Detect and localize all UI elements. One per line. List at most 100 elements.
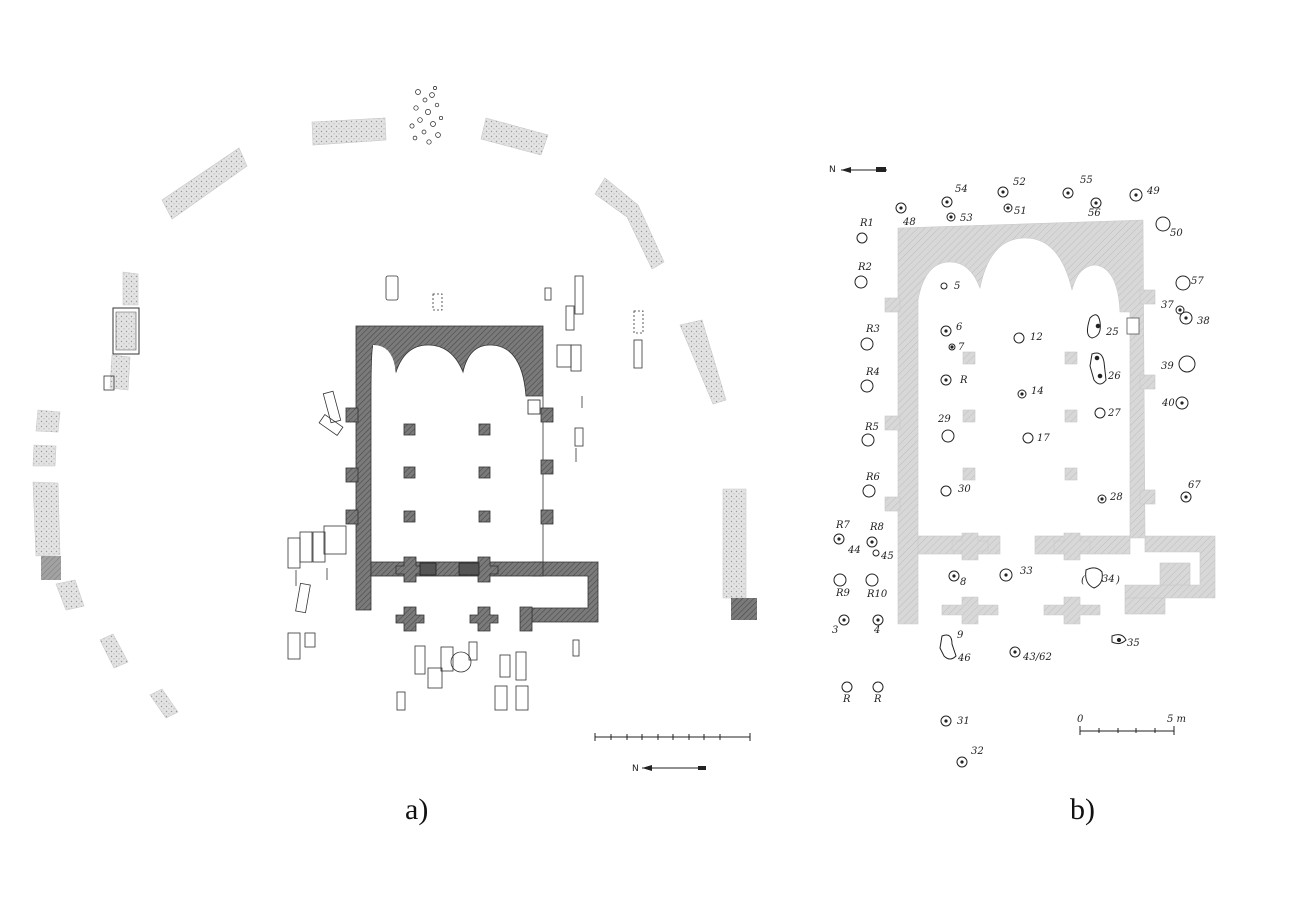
posthole-54-48 [941,196,953,208]
feature-label-38-35: 38 [1197,316,1210,327]
north-arrow-b: N [829,165,887,175]
feature-label-r2-1: R2 [857,262,872,273]
posthole-5-15 [940,282,948,290]
posthole-6-16 [940,325,952,337]
posthole-37-34 [1175,305,1185,315]
feature-label-30-28: 30 [958,484,971,495]
feature-label-6-16: 6 [956,322,963,333]
feature-label-43-62-38: 43/62 [1022,652,1052,663]
feature-label-33-31: 33 [1020,566,1033,577]
feature-label-3-13: 3 [832,625,838,636]
irregular-features-b [939,314,1127,660]
feature-label-r7-6: R7 [835,520,851,531]
feature-label-39-36: 39 [1161,361,1174,372]
church-walls-b [884,219,1216,625]
feature-label-17-22: 17 [1037,433,1050,444]
posthole-45-40 [872,549,880,557]
posthole-r-11 [841,681,853,693]
church-walls-a [345,325,599,632]
posthole-3-13 [838,614,850,626]
posthole-14-21 [1017,389,1027,399]
posthole-31-29 [940,715,952,727]
feature-label-37-34: 37 [1161,300,1174,311]
feature-label-r-10: R [959,375,968,386]
svg-text:N: N [829,165,836,175]
posthole-dot-40-37 [1180,401,1184,405]
posthole-dot-14-21 [1020,392,1024,396]
posthole-55-49 [1062,187,1074,199]
feature-label-52-46: 52 [1013,177,1026,188]
posthole-29-27 [941,429,955,443]
posthole-dot-55-49 [1066,191,1070,195]
posthole-r2-1 [854,275,868,289]
feature-label-26-24: 26 [1107,371,1121,382]
feature-label-34-32: 34 [1102,574,1115,585]
posthole-dot-37-34 [1178,308,1182,312]
posthole-57-51 [1175,275,1191,291]
posthole-dot-32-30 [960,760,964,764]
posthole-dot-67-52 [1184,495,1188,499]
threshold-a [419,399,541,576]
posthole-r3-2 [860,337,874,351]
doorway-b [1126,317,1140,335]
posthole-27-25 [1094,407,1106,419]
posthole-r7-6 [833,533,845,545]
feature-label-5-15: 5 [954,281,960,292]
feature-label-r-11: R [842,694,851,705]
feature-34-bracket: ( [1081,575,1086,586]
posthole-30-28 [940,485,952,497]
posthole-r-10 [940,374,952,386]
posthole-dot-r7-6 [837,537,841,541]
feature-label-53-47: 53 [960,213,973,224]
posthole-dot-52-46 [1001,190,1005,194]
posthole-r4-3 [860,379,874,393]
posthole-r10-9 [865,573,879,587]
feature-label-r9-8: R9 [835,588,851,599]
feature-label-r4-3: R4 [865,367,880,378]
posthole-38-35 [1179,311,1193,325]
feature-label-50-44: 50 [1170,228,1183,239]
feature-label-57-51: 57 [1191,276,1204,287]
feature-label-r6-5: R6 [865,472,881,483]
posthole-32-30 [956,756,968,768]
feature-label-8-18: 8 [960,577,966,588]
posthole-dot-8-18 [952,574,956,578]
feature-label-12-20: 12 [1030,332,1043,343]
scale-bar-b: 0 5 m [1077,714,1186,735]
posthole-dot-54-48 [945,200,949,204]
posthole-r9-8 [833,573,847,587]
posthole-49-43 [1129,188,1143,202]
posthole-28-26 [1097,494,1107,504]
posthole-dot-33-31 [1004,573,1008,577]
feature-label-44-39: 44 [847,545,861,556]
feature-label-46-41: 46 [957,653,971,664]
svg-text:0: 0 [1077,714,1084,725]
posthole-17-22 [1022,432,1034,444]
caption-b: b) [1070,793,1095,826]
feature-label-25-23: 25 [1105,327,1119,338]
feature-label-51-45: 51 [1014,206,1027,217]
posthole-dot-7-17 [950,345,954,349]
posthole-dot-38-35 [1184,316,1188,320]
posthole-7-17 [948,343,956,351]
feature-label-14-21: 14 [1031,386,1044,397]
posthole-r1-0 [856,232,868,244]
scale-bar-a [594,733,751,741]
posthole-8-18 [948,570,960,582]
enclosure-wall-segments [32,117,747,719]
posthole-33-31 [999,568,1013,582]
posthole-dot-53-47 [949,215,953,219]
feature-label-r3-2: R3 [865,324,880,335]
posthole-43-62-38 [1009,646,1021,658]
feature-label-56-50: 56 [1088,208,1101,219]
feature-label-4-14: 4 [873,625,880,636]
posthole-4-14 [872,614,884,626]
posthole-52-46 [997,186,1009,198]
posthole-40-37 [1175,396,1189,410]
feature-label-r1-0: R1 [859,218,874,229]
feature-label-27-25: 27 [1107,408,1121,419]
posthole-50-44 [1155,216,1171,232]
posthole-dot-56-50 [1094,201,1098,205]
